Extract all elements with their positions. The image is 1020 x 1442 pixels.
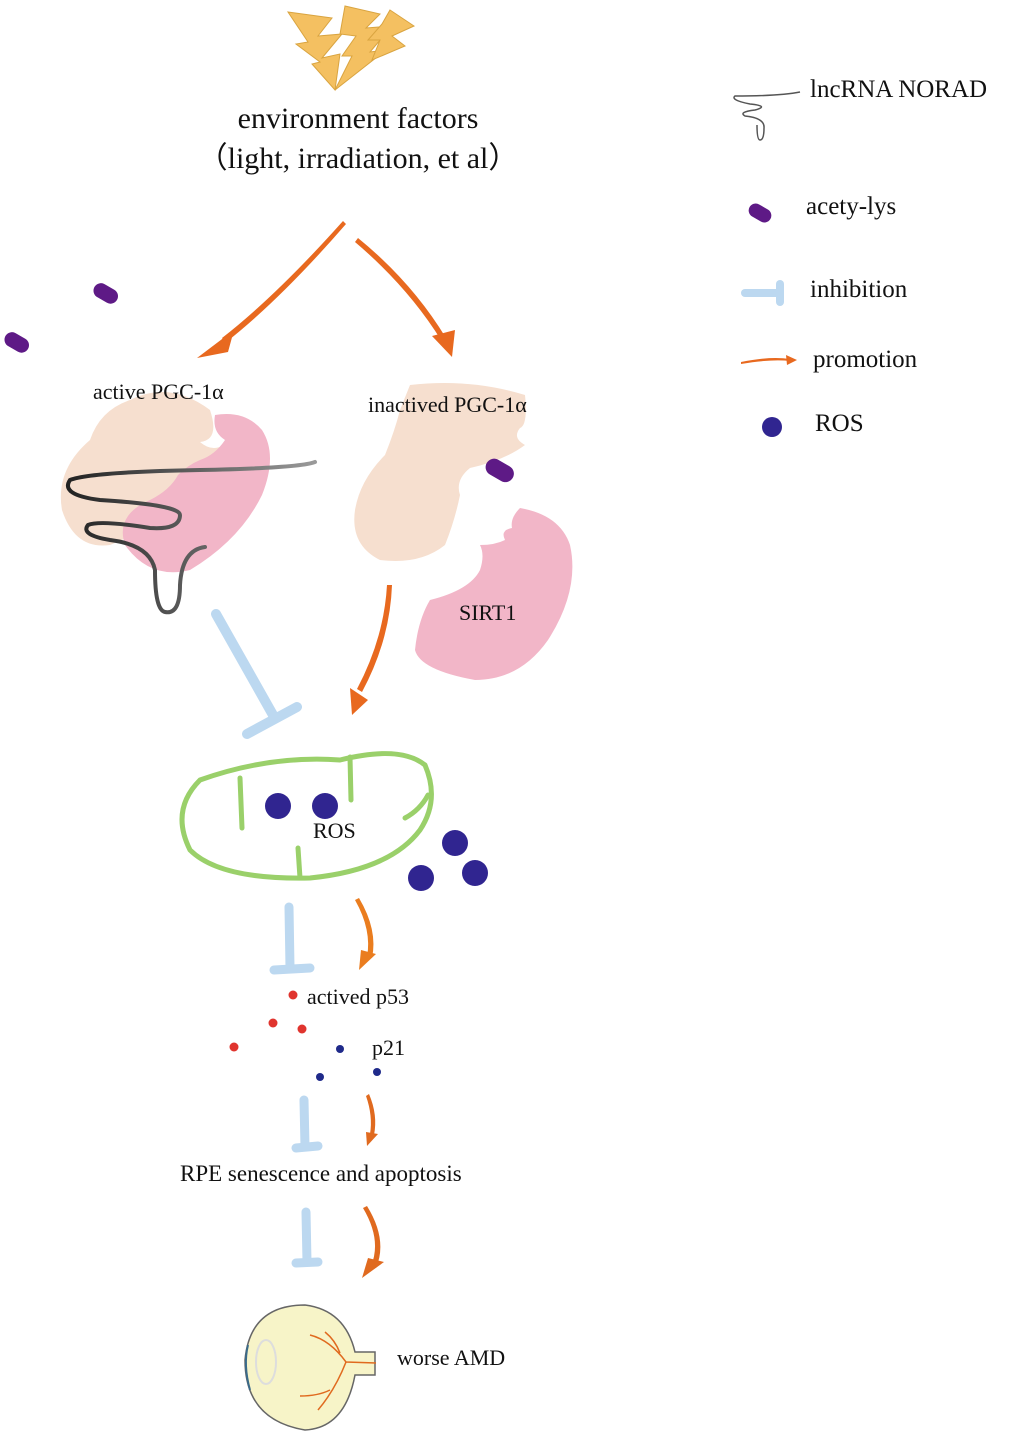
legend-inhibition-icon: [741, 280, 784, 306]
label-p53: actived p53: [307, 984, 410, 1009]
sirt1-shape: [122, 414, 271, 573]
inhibition-arrow-rpe-to-amd: [291, 1207, 323, 1268]
p53-dot: [297, 1024, 307, 1034]
ros-dot: [442, 830, 468, 856]
pgc1a-shape: [354, 382, 526, 561]
ros-dot: [265, 793, 291, 819]
label-inactive-pgc: inactived PGC-1α: [368, 392, 527, 417]
inhibition-arrow-p53-to-rpe: [291, 1095, 323, 1153]
label-active-pgc: active PGC-1α: [93, 379, 224, 404]
eye-icon: [244, 1304, 377, 1431]
promotion-arrow-p53-to-rpe: [366, 1094, 378, 1146]
title-line-2: （light, irradiation, et al）: [197, 142, 519, 175]
promotion-arrow-to-inactive-pgc: [355, 238, 455, 357]
inactive-pgc-complex: [354, 382, 573, 680]
label-p21: p21: [372, 1035, 405, 1060]
acetyl-lysine-particle: [4, 332, 30, 353]
p21-dot: [336, 1045, 344, 1053]
legend-label-promotion: promotion: [813, 346, 918, 373]
p21-dot: [373, 1068, 381, 1076]
label-sirt1: SIRT1: [459, 600, 517, 625]
acetyl-lysine-particle: [93, 283, 119, 304]
legend-label-inhibition: inhibition: [810, 276, 908, 303]
label-ros: ROS: [313, 818, 356, 843]
legend-promotion-icon: [741, 355, 797, 365]
legend-label-lncrna: lncRNA NORAD: [810, 76, 988, 103]
ros-dot: [312, 793, 338, 819]
ros-particles: [265, 793, 488, 891]
label-rpe: RPE senescence and apoptosis: [180, 1161, 462, 1186]
p53-dot: [288, 990, 298, 1000]
legend-lncrna-icon: [733, 91, 801, 141]
inhibition-arrow-mito-to-p53: [269, 902, 315, 975]
ros-dot: [462, 860, 488, 886]
sirt1-shape: [415, 508, 573, 680]
legend-label-ros: ROS: [815, 410, 864, 437]
legend-label-acetyl-lys: acety-lys: [806, 193, 897, 220]
promotion-arrow-mito-to-p53: [355, 898, 376, 970]
promotion-arrow-inactive-to-mito: [350, 585, 392, 715]
legend-ros-icon: [762, 417, 782, 437]
label-amd: worse AMD: [397, 1345, 506, 1370]
acetyl-lysine-particle: [485, 458, 514, 483]
legend-acetyl-lysine-icon: [748, 203, 772, 223]
promotion-arrow-to-active-pgc: [197, 221, 346, 358]
lncrna-norad: [66, 460, 317, 615]
active-pgc-complex: [60, 392, 317, 615]
inhibition-arrow-pgc-to-mito: [211, 609, 302, 739]
pgc1a-shape: [60, 392, 231, 546]
p53-dot: [229, 1042, 239, 1052]
promotion-arrow-rpe-to-amd: [362, 1206, 384, 1278]
title-line-1: environment factors: [237, 102, 479, 135]
p53-dot: [268, 1018, 278, 1028]
p21-particles: [316, 1045, 381, 1081]
p21-dot: [316, 1073, 324, 1081]
lightning-icon: [286, 5, 416, 92]
mitochondrion: [179, 751, 434, 881]
p53-particles: [229, 990, 307, 1052]
ros-dot: [408, 865, 434, 891]
